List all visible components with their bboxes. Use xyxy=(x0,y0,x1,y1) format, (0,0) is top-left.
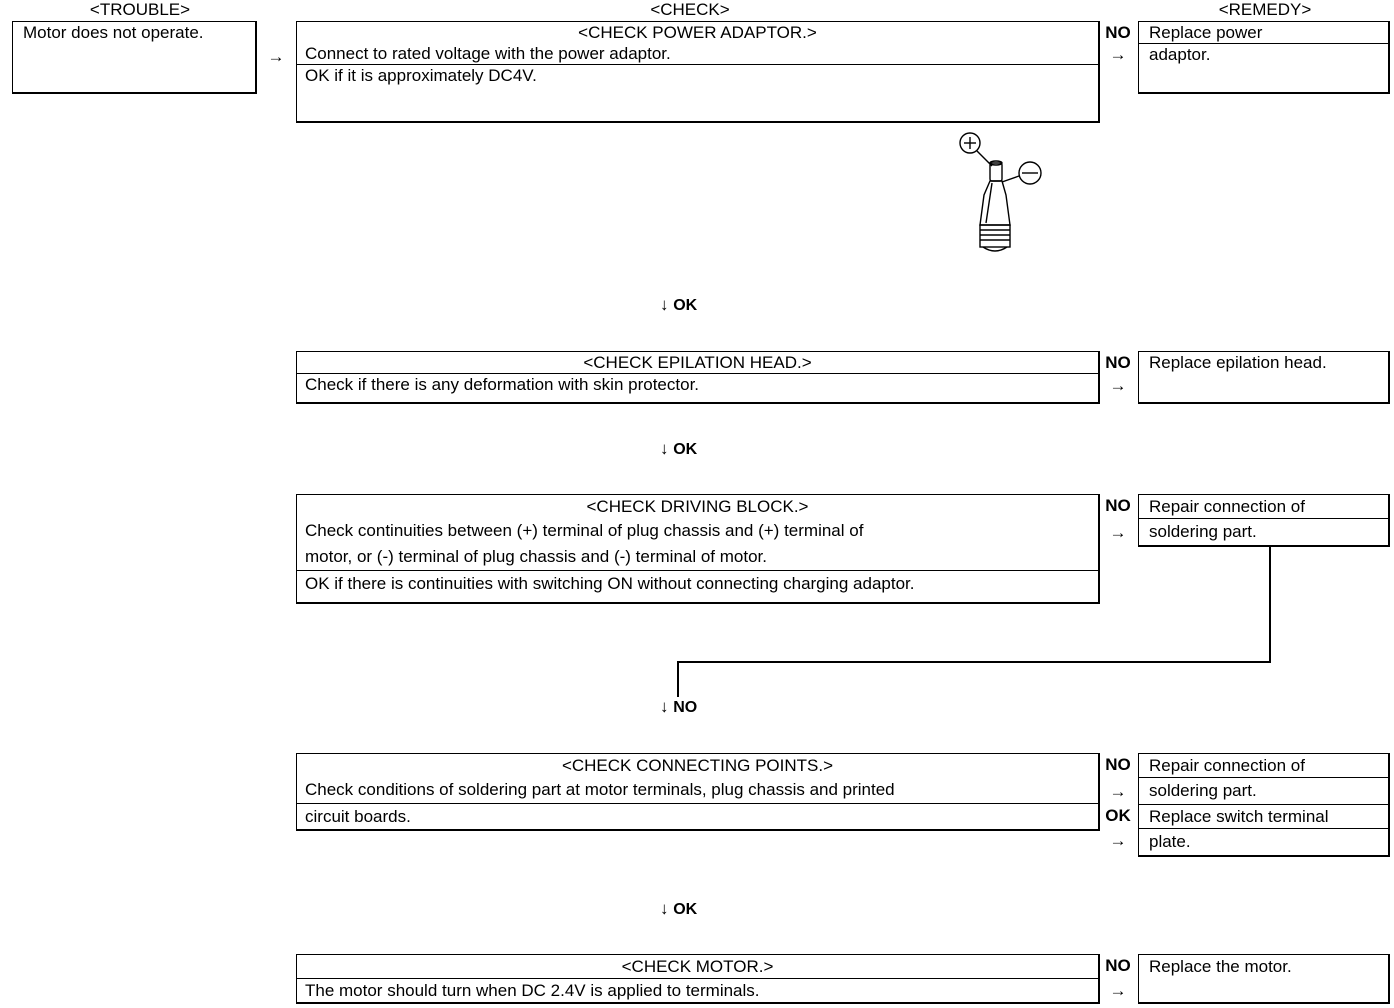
remedy-replace-power-adaptor: Replace power adaptor. xyxy=(1138,21,1390,94)
remedy-line: adaptor. xyxy=(1149,45,1211,64)
remedy-line: Replace the motor. xyxy=(1149,957,1292,976)
remedy-repair-connection: Repair connection of soldering part. xyxy=(1138,753,1390,806)
connector-line xyxy=(677,661,679,697)
check-driving-block-box: <CHECK DRIVING BLOCK.> Check continuitie… xyxy=(296,494,1100,604)
check-line: Check conditions of soldering part at mo… xyxy=(297,777,1098,804)
check-title: <CHECK DRIVING BLOCK.> xyxy=(586,497,809,516)
flow-label: OK xyxy=(673,441,698,458)
branch-label-no: NO xyxy=(1105,353,1131,372)
flow-arrow-ok: ↓ OK xyxy=(660,438,697,460)
flow-arrow-ok: ↓ OK xyxy=(660,898,697,920)
header-trouble: <TROUBLE> xyxy=(89,0,191,19)
remedy-line: soldering part. xyxy=(1149,781,1257,800)
check-title: <CHECK EPILATION HEAD.> xyxy=(297,352,1098,374)
remedy-line: Replace power xyxy=(1139,22,1388,44)
remedy-line: soldering part. xyxy=(1149,522,1257,541)
remedy-line: Repair connection of xyxy=(1139,495,1388,519)
flow-label: NO xyxy=(673,699,698,716)
check-line: motor, or (-) terminal of plug chassis a… xyxy=(297,544,1098,571)
branch-arrow: → xyxy=(1109,981,1127,1000)
remedy-replace-motor: Replace the motor. xyxy=(1138,954,1390,1004)
check-line: Connect to rated voltage with the power … xyxy=(297,43,1098,65)
branch-label-ok: OK xyxy=(1105,806,1131,825)
branch-label-no: NO xyxy=(1105,755,1131,774)
remedy-repair-connection: Repair connection of soldering part. xyxy=(1138,494,1390,547)
connector-line xyxy=(677,661,1271,663)
flow-label: OK xyxy=(673,297,698,314)
check-title: <CHECK MOTOR.> xyxy=(297,955,1098,979)
down-arrow-icon: ↓ xyxy=(660,697,669,716)
trouble-arrow: → xyxy=(267,47,285,66)
check-line: The motor should turn when DC 2.4V is ap… xyxy=(305,981,760,1000)
branch-arrow: → xyxy=(1109,523,1127,542)
flow-label: OK xyxy=(673,901,698,918)
header-remedy: <REMEDY> xyxy=(1218,0,1312,19)
check-connecting-points-box: <CHECK CONNECTING POINTS.> Check conditi… xyxy=(296,753,1100,831)
remedy-replace-switch-terminal-plate: Replace switch terminal plate. xyxy=(1138,804,1390,857)
remedy-line: Replace switch terminal xyxy=(1139,805,1388,829)
header-check: <CHECK> xyxy=(650,0,730,19)
branch-label-no: NO xyxy=(1105,496,1131,515)
check-title: <CHECK POWER ADAPTOR.> xyxy=(578,23,817,42)
remedy-line: Replace epilation head. xyxy=(1149,353,1327,372)
check-epilation-head-box: <CHECK EPILATION HEAD.> Check if there i… xyxy=(296,351,1100,404)
branch-arrow: → xyxy=(1109,782,1127,801)
power-plug-illustration xyxy=(959,132,1042,252)
down-arrow-icon: ↓ xyxy=(660,899,669,918)
down-arrow-icon: ↓ xyxy=(660,295,669,314)
remedy-line: Repair connection of xyxy=(1139,754,1388,778)
check-power-adaptor-box: <CHECK POWER ADAPTOR.> Connect to rated … xyxy=(296,21,1100,123)
flow-arrow-no: ↓ NO xyxy=(660,696,697,718)
connector-line xyxy=(1269,546,1271,663)
remedy-line: plate. xyxy=(1149,832,1191,851)
branch-label-no: NO xyxy=(1105,956,1131,975)
branch-label-no: NO xyxy=(1105,23,1131,42)
flow-arrow-ok: ↓ OK xyxy=(660,294,697,316)
check-line: OK if there is continuities with switchi… xyxy=(305,574,915,593)
branch-arrow: → xyxy=(1109,831,1127,850)
check-line: Check continuities between (+) terminal … xyxy=(305,521,864,540)
check-line: OK if it is approximately DC4V. xyxy=(305,66,537,85)
check-motor-box: <CHECK MOTOR.> The motor should turn whe… xyxy=(296,954,1100,1004)
down-arrow-icon: ↓ xyxy=(660,439,669,458)
branch-arrow: → xyxy=(1109,45,1127,64)
branch-arrow: → xyxy=(1109,376,1127,395)
check-line: Check if there is any deformation with s… xyxy=(305,375,700,394)
trouble-box: Motor does not operate. xyxy=(12,21,257,94)
trouble-text: Motor does not operate. xyxy=(23,23,204,42)
check-title: <CHECK CONNECTING POINTS.> xyxy=(561,756,834,775)
remedy-replace-epilation-head: Replace epilation head. xyxy=(1138,351,1390,404)
check-line: circuit boards. xyxy=(305,807,411,826)
